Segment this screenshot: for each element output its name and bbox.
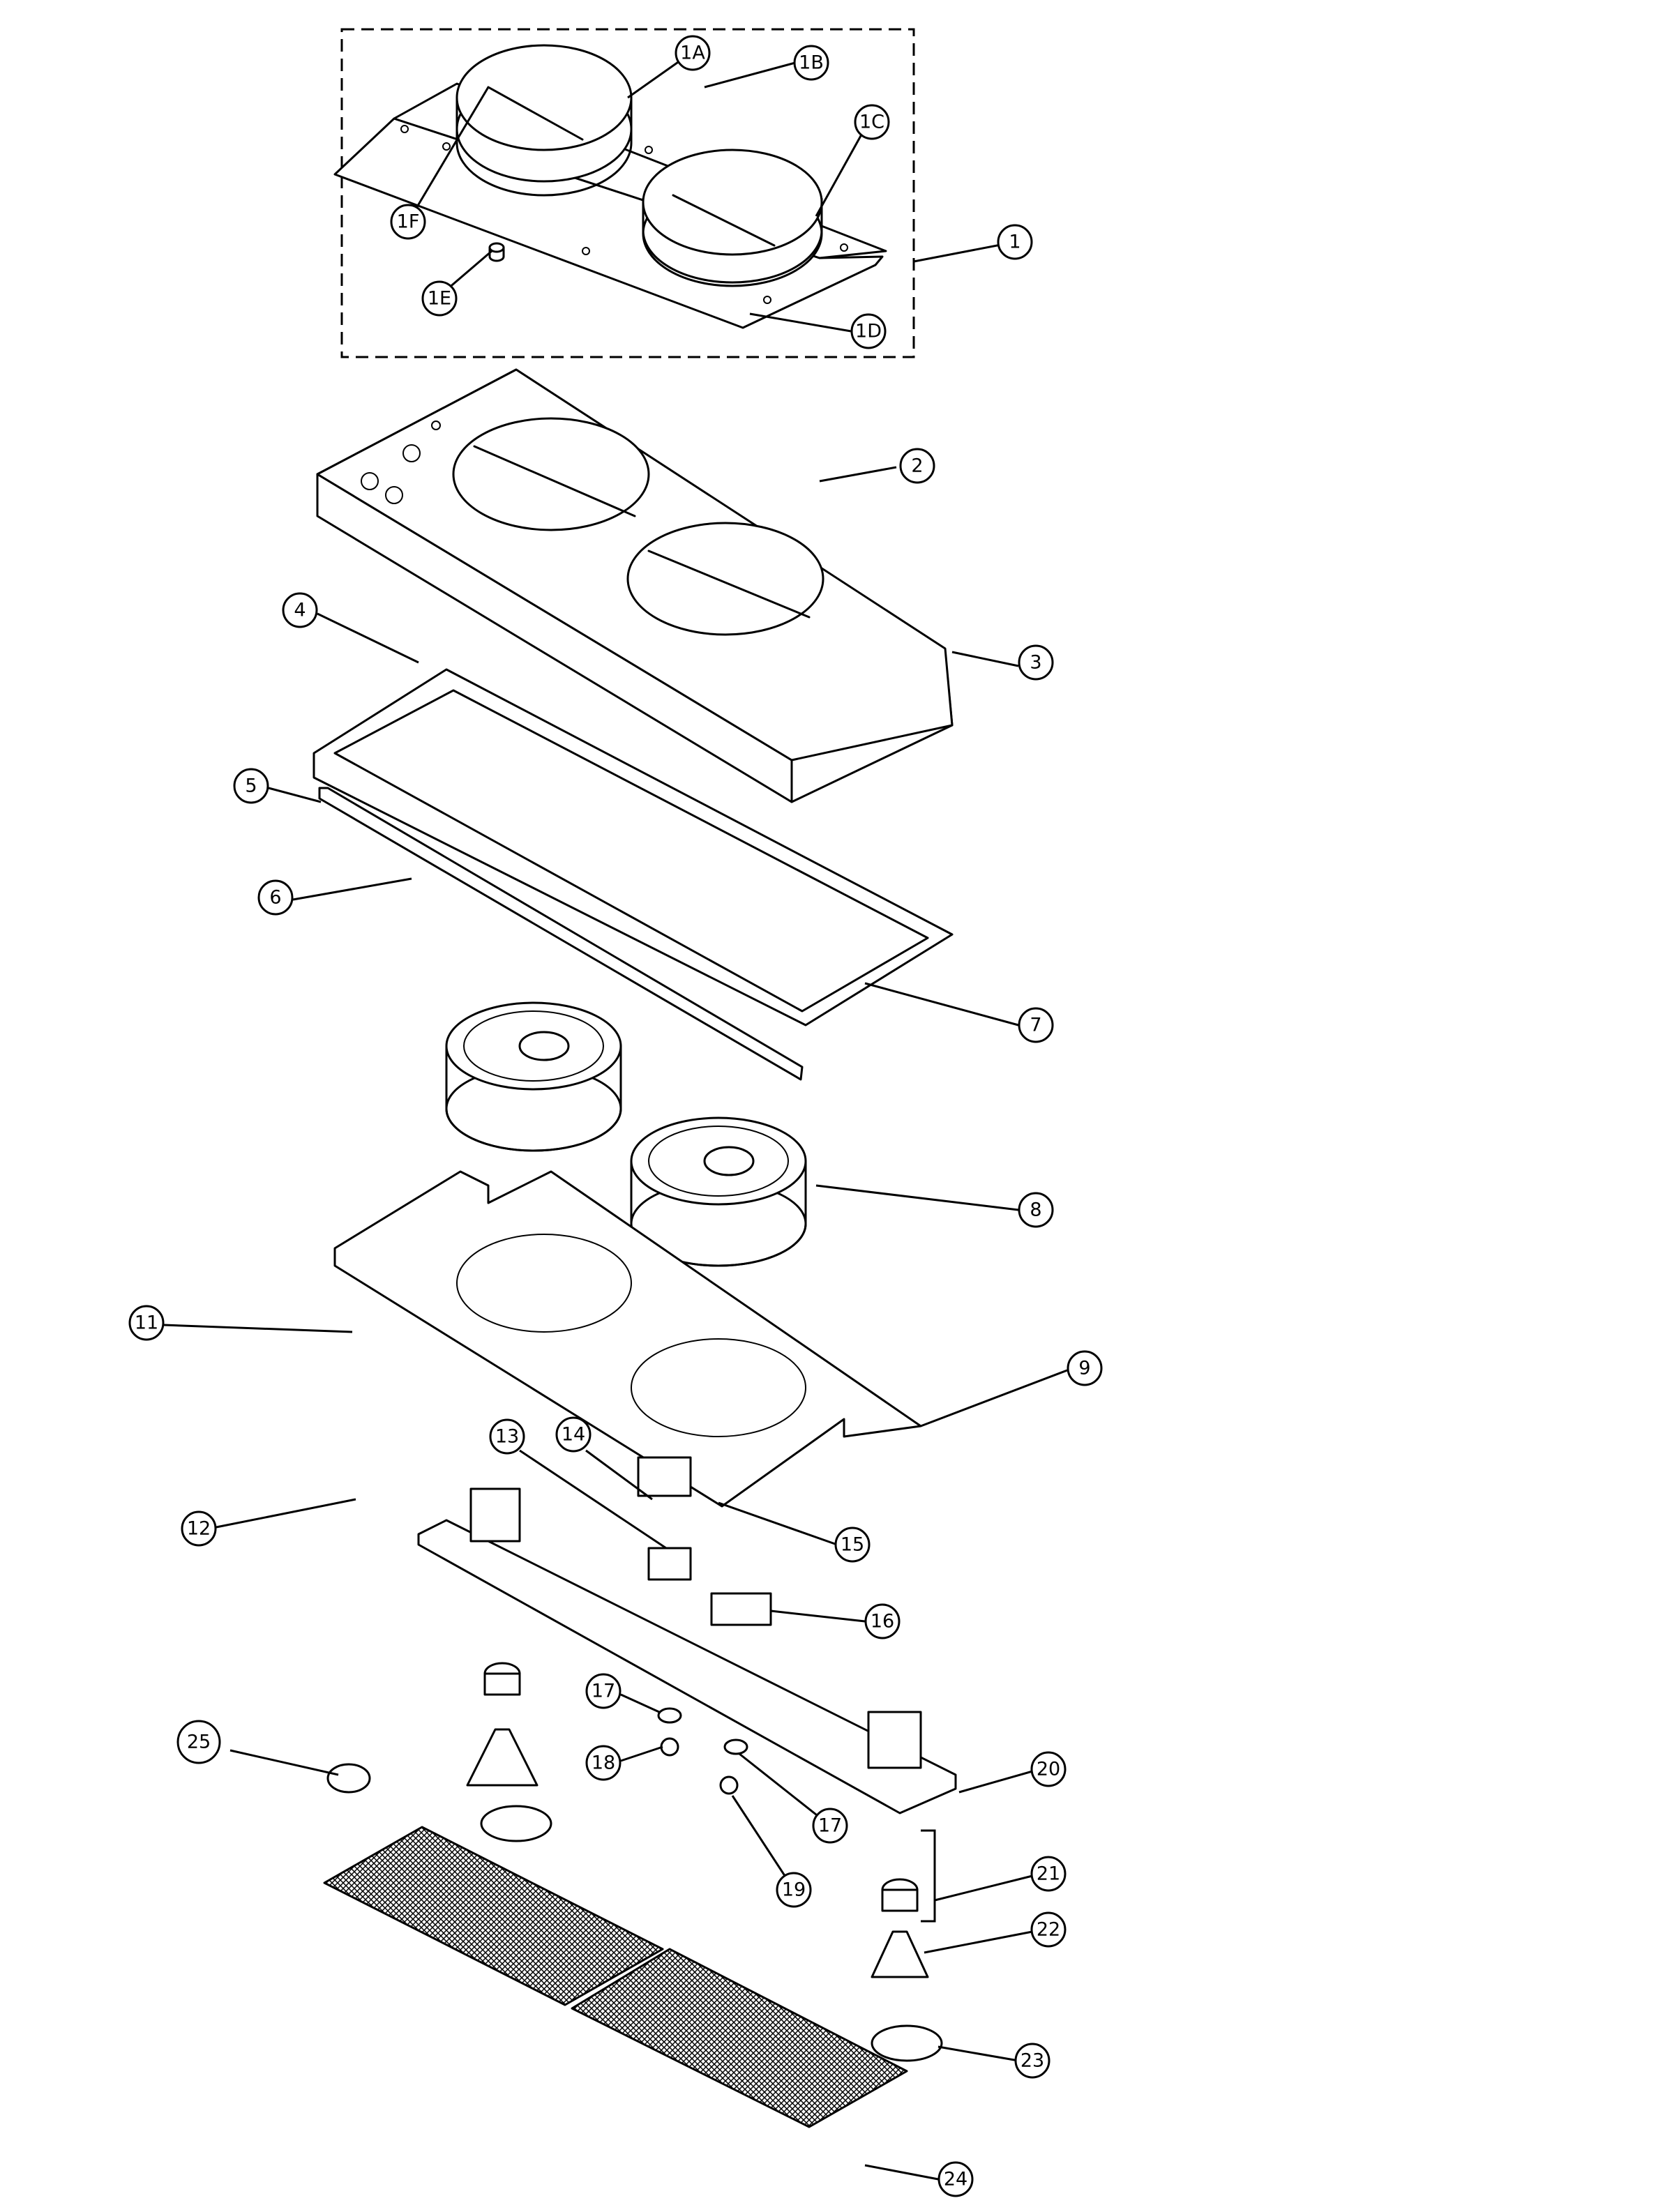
callout-17-upper: 17: [585, 1673, 622, 1709]
svg-text:24: 24: [944, 2169, 967, 2190]
callout-24: 24: [937, 2161, 974, 2197]
callout-16: 16: [864, 1603, 901, 1639]
part-5-channel-strip: [318, 787, 804, 1081]
part-1-collar-plate-assembly: [333, 28, 915, 358]
svg-text:25: 25: [187, 1732, 211, 1753]
callout-9: 9: [1067, 1350, 1103, 1386]
svg-text:13: 13: [495, 1426, 519, 1448]
svg-text:1A: 1A: [680, 43, 705, 64]
svg-text:15: 15: [841, 1534, 864, 1556]
callout-12: 12: [181, 1510, 217, 1547]
callout-11: 11: [128, 1305, 165, 1341]
callout-20: 20: [1030, 1751, 1067, 1787]
svg-text:11: 11: [135, 1312, 158, 1334]
callout-6: 6: [257, 879, 294, 916]
callout-1: 1: [997, 224, 1033, 260]
svg-text:3: 3: [1030, 652, 1041, 674]
callout-1D: 1D: [850, 313, 887, 349]
svg-text:1D: 1D: [855, 321, 882, 342]
callout-8: 8: [1018, 1192, 1054, 1228]
callout-21: 21: [1030, 1856, 1067, 1892]
callout-18: 18: [585, 1745, 622, 1781]
svg-text:6: 6: [269, 887, 281, 909]
svg-text:2: 2: [911, 455, 923, 477]
svg-text:12: 12: [187, 1518, 211, 1540]
callout-5: 5: [233, 768, 269, 804]
svg-text:1E: 1E: [428, 288, 451, 310]
svg-text:14: 14: [562, 1424, 585, 1446]
part-9-mounting-panel: [333, 1170, 922, 1508]
svg-text:1B: 1B: [799, 52, 824, 74]
svg-text:18: 18: [592, 1752, 615, 1774]
callout-1C: 1C: [854, 104, 890, 140]
callout-3: 3: [1018, 644, 1054, 681]
part-3-hood-housing: [316, 368, 954, 803]
leader-lines: [163, 54, 1068, 2181]
part-8-blower-fans: [445, 1001, 807, 1267]
callout-13: 13: [489, 1418, 525, 1455]
svg-text:1F: 1F: [397, 211, 420, 233]
svg-text:8: 8: [1030, 1199, 1041, 1221]
svg-text:7: 7: [1030, 1015, 1041, 1036]
svg-text:22: 22: [1037, 1919, 1060, 1941]
svg-text:17: 17: [592, 1681, 615, 1702]
svg-text:20: 20: [1037, 1759, 1060, 1780]
svg-text:23: 23: [1020, 2050, 1044, 2072]
callout-1A: 1A: [675, 35, 711, 71]
callout-25: 25: [176, 1720, 221, 1764]
svg-text:1: 1: [1009, 232, 1020, 253]
part-7-baffle-frame: [312, 668, 954, 1027]
part-24-grease-filters: [323, 1826, 908, 2128]
callout-15: 15: [834, 1527, 871, 1563]
callout-4: 4: [282, 592, 318, 628]
callout-23: 23: [1014, 2043, 1050, 2079]
svg-text:17: 17: [818, 1815, 842, 1837]
callout-19: 19: [776, 1872, 812, 1908]
svg-text:21: 21: [1037, 1863, 1060, 1885]
svg-text:9: 9: [1078, 1358, 1090, 1379]
part-20-electrical-chassis: [417, 1456, 957, 1815]
callout-22: 22: [1030, 1911, 1067, 1948]
callout-17-lower: 17: [812, 1808, 848, 1844]
callout-1F: 1F: [390, 204, 426, 240]
bracket-21: [921, 1829, 936, 1923]
svg-text:19: 19: [782, 1879, 806, 1901]
callout-2: 2: [899, 448, 935, 484]
callout-14: 14: [555, 1416, 592, 1453]
callout-1B: 1B: [793, 45, 829, 81]
assembly-boundary-box: [340, 28, 915, 358]
callout-1E: 1E: [421, 280, 458, 317]
svg-text:5: 5: [245, 775, 257, 797]
svg-text:1C: 1C: [859, 112, 884, 133]
svg-text:4: 4: [294, 600, 306, 621]
svg-text:16: 16: [871, 1611, 894, 1633]
lamp-components: [326, 1662, 943, 2062]
callout-7: 7: [1018, 1007, 1054, 1043]
